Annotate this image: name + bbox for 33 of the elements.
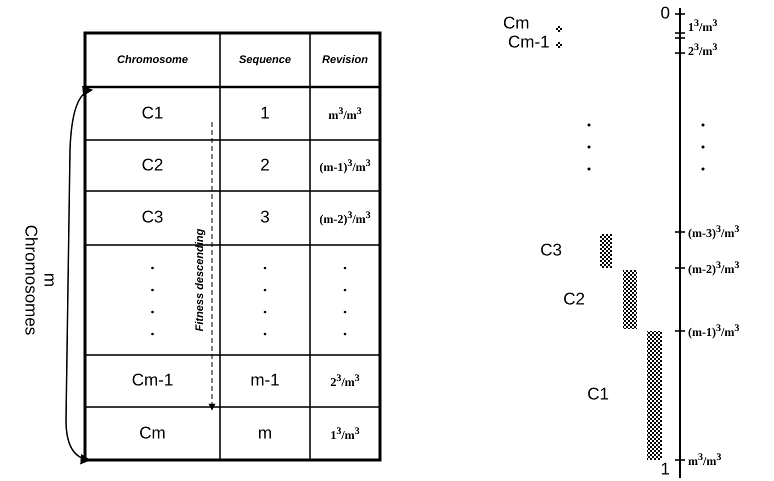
fitness-ratio: 1$^{3}$/m$^{3}$ xyxy=(330,425,360,442)
arrow-label: Fitness descending xyxy=(194,228,206,332)
tick-label: (m-3)$^{3}$/m$^{3}$ xyxy=(688,224,740,240)
tick-label: 2$^{3}$/m$^{3}$ xyxy=(688,42,718,58)
sequence-number: 3 xyxy=(260,208,270,228)
fitness-ratio: m$^{3}$/m$^{3}$ xyxy=(328,105,362,122)
chromosome-name: C1 xyxy=(142,104,164,123)
column-header: Revision xyxy=(322,54,368,66)
fitness-ratio: 2$^{3}$/m$^{3}$ xyxy=(330,372,360,390)
scale-value: 1 xyxy=(660,460,670,480)
chromosome-label: C3 xyxy=(540,242,562,260)
chromosome-name: C3 xyxy=(142,208,164,228)
column-header: Sequence xyxy=(239,54,291,66)
chromosome-name: Cm-1 xyxy=(132,372,174,390)
column-header: Chromosome xyxy=(117,54,188,66)
chromosome-label: C2 xyxy=(563,290,585,310)
sequence-number: m xyxy=(258,424,272,443)
tick-label: (m-2)$^{3}$/m$^{3}$ xyxy=(688,260,740,276)
sequence-number: 2 xyxy=(260,156,270,175)
chromosome-label: Cm xyxy=(503,14,530,34)
chromosome-name: C2 xyxy=(142,156,164,175)
chromosome-name: Cm xyxy=(139,424,166,443)
sequence-number: m-1 xyxy=(250,372,280,390)
chromosome-label: C1 xyxy=(587,386,609,404)
fitness-ratio: (m-1)$^{3}$/m$^{3}$ xyxy=(319,157,371,174)
axis-label: m Chromosomes xyxy=(21,224,59,336)
scale-value: 0 xyxy=(660,4,670,24)
chromosome-label: Cm-1 xyxy=(508,34,550,52)
fitness-ratio: (m-2)$^{3}$/m$^{3}$ xyxy=(319,210,371,226)
tick-label: 1$^{3}$/m$^{3}$ xyxy=(688,18,718,34)
sequence-number: 1 xyxy=(260,104,270,123)
tick-label: m$^{3}$/m$^{3}$ xyxy=(688,452,722,468)
tick-label: (m-1)$^{3}$/m$^{3}$ xyxy=(688,322,740,340)
